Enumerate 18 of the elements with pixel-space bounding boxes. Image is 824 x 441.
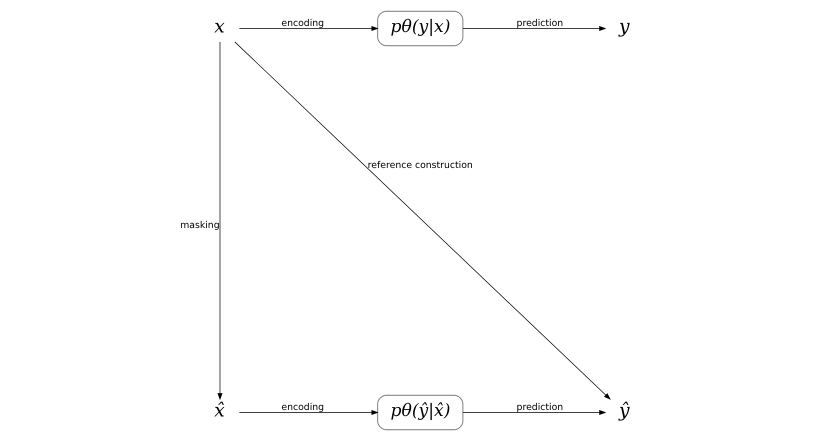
edge-label: reference construction [368, 160, 473, 171]
node-text: y [619, 16, 630, 38]
arrow [239, 410, 379, 416]
edge-label: prediction [516, 402, 564, 413]
node-box: pθ(y|x) [377, 10, 464, 46]
edge-label: encoding [281, 402, 324, 413]
node-text: x [214, 16, 225, 38]
node-text: ŷ [619, 400, 630, 422]
node-box: pθ(ŷ|x̂) [377, 394, 464, 430]
arrow [462, 410, 606, 416]
arrow [462, 26, 606, 31]
arrow [217, 42, 222, 400]
arrow [239, 26, 379, 31]
node-text: x̂ [214, 400, 225, 422]
edge-label: encoding [281, 18, 324, 29]
edge-label: prediction [516, 18, 564, 29]
edge-label: masking [180, 220, 220, 232]
arrow [234, 42, 611, 400]
